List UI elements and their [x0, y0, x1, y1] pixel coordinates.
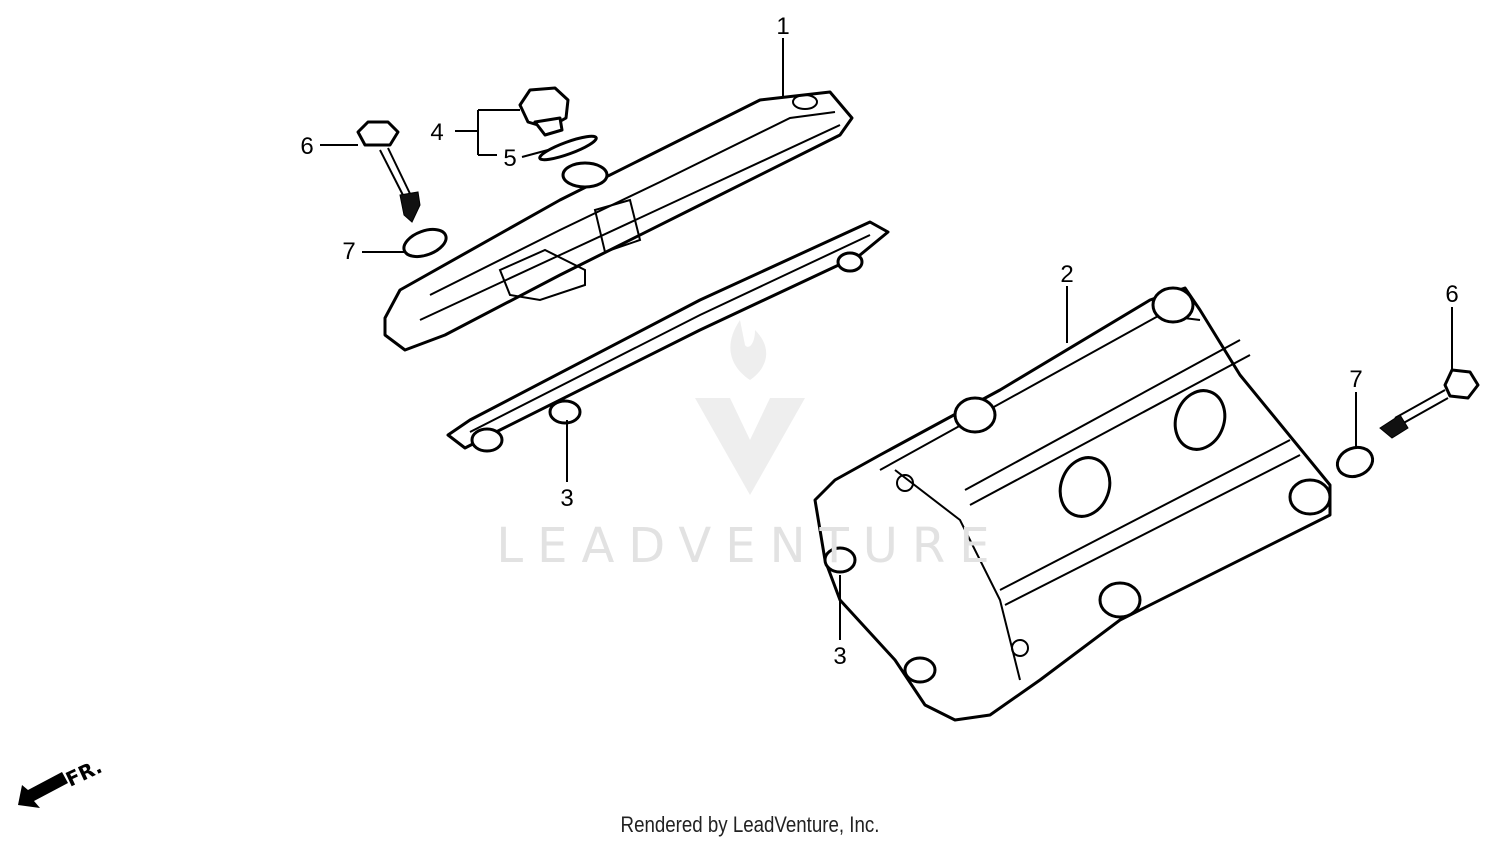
footer-credit: Rendered by LeadVenture, Inc. — [620, 812, 880, 837]
callout-6-left: 6 — [300, 133, 313, 160]
arrow-icon — [18, 772, 68, 808]
head-cover-1 — [383, 90, 854, 352]
leader-lines — [320, 38, 1453, 640]
washer-7-left — [402, 227, 448, 259]
gasket-3-upper — [446, 220, 890, 453]
bolt-6-left — [356, 120, 421, 223]
callout-1: 1 — [776, 13, 789, 40]
watermark: LEADVENTURE — [496, 518, 1003, 574]
callout-3-lower: 3 — [833, 643, 846, 670]
callout-4: 4 — [430, 119, 443, 146]
callout-7-left: 7 — [342, 238, 355, 265]
o-ring-5 — [538, 134, 598, 162]
callout-7-right: 7 — [1349, 366, 1362, 393]
washer-7-right — [1335, 445, 1375, 479]
callout-5: 5 — [503, 145, 516, 172]
front-direction-arrow: FR. — [18, 754, 106, 808]
watermark-logo — [695, 320, 805, 495]
oil-filler-cap-4 — [518, 86, 570, 137]
callout-6-right: 6 — [1445, 281, 1458, 308]
callout-2: 2 — [1060, 261, 1073, 288]
head-cover-2 — [813, 286, 1332, 722]
bolt-6-right — [1379, 368, 1480, 439]
direction-label: FR. — [62, 754, 106, 791]
callout-3-upper: 3 — [560, 485, 573, 512]
